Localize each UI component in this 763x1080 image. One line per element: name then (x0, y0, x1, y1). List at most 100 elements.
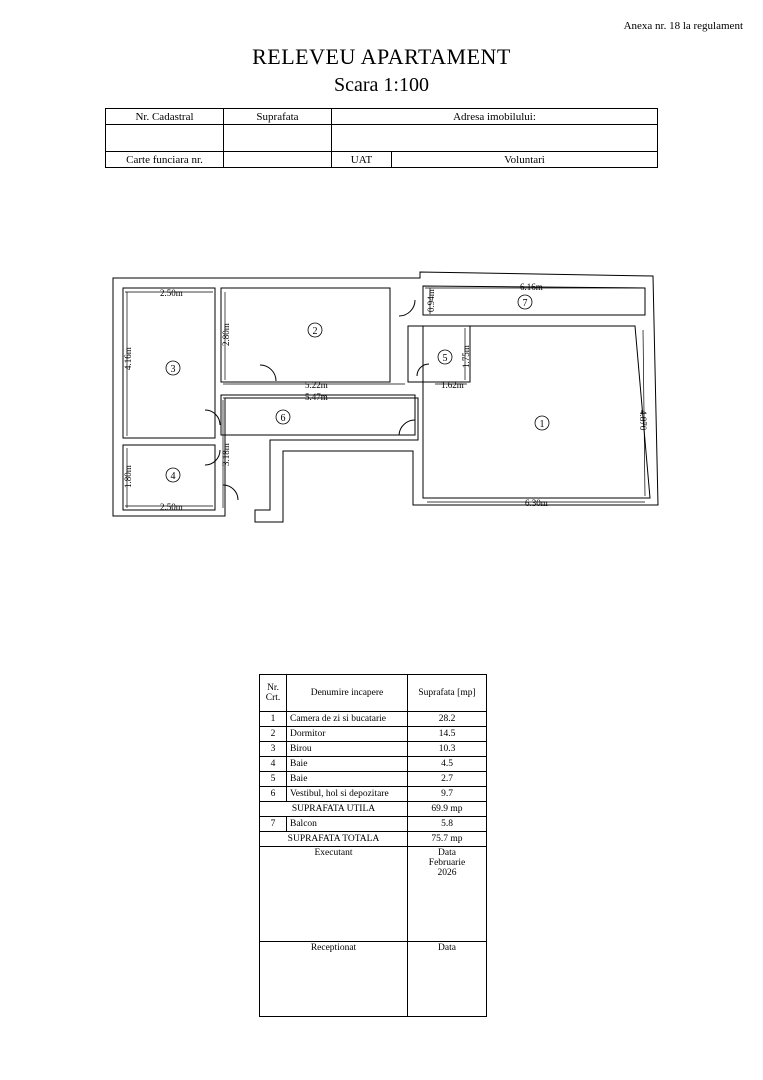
suprafata-value (223, 124, 332, 152)
door-arc (222, 484, 239, 501)
row-area: 9.7 (407, 786, 487, 802)
date-year: 2026 (437, 868, 457, 878)
executant-label: Executant (259, 846, 408, 942)
row-nr: 2 (259, 726, 287, 742)
dimension-label: 2.50m (160, 502, 183, 512)
nr-cadastral-value (105, 124, 224, 152)
row-name: Baie (286, 771, 408, 787)
room-number: 2 (313, 326, 318, 337)
adresa-value (331, 124, 658, 152)
room-6-outline (220, 394, 416, 436)
inner-outline (122, 287, 216, 439)
useful-area-label: SUPRAFATA UTILA (259, 801, 408, 817)
row-area: 10.3 (407, 741, 487, 757)
row-name: Balcon (286, 816, 408, 832)
date-label: Data (438, 848, 456, 858)
page-title: RELEVEU APARTAMENT (252, 44, 511, 69)
receptionat-label: Receptionat (259, 941, 408, 1017)
adresa-label: Adresa imobilului: (331, 108, 658, 125)
row-name: Dormitor (286, 726, 408, 742)
col-nr-header: Nr. Crt. (259, 674, 287, 712)
room-number: 1 (540, 419, 545, 430)
row-area: 5.8 (407, 816, 487, 832)
row-nr: 5 (259, 771, 287, 787)
row-nr: 3 (259, 741, 287, 757)
room-1-outline (422, 325, 651, 499)
row-area: 14.5 (407, 726, 487, 742)
total-area-label: SUPRAFATA TOTALA (259, 831, 408, 847)
row-area: 4.5 (407, 756, 487, 772)
dimension-label: 6.30m (525, 498, 548, 508)
uat-value: Voluntari (391, 151, 658, 168)
dimension-label: 1.62m (441, 380, 464, 390)
row-area: 28.2 (407, 711, 487, 727)
dimension-label: 4.870 (638, 410, 648, 431)
table-row: 2 Dormitor 14.5 (259, 726, 487, 742)
dimension-label: 0.94m (426, 289, 436, 312)
door-arc (204, 409, 221, 426)
dimension-label: 1.80m (123, 465, 133, 488)
row-nr: 4 (259, 756, 287, 772)
room-4-outline (122, 444, 216, 511)
door-arc (398, 419, 416, 436)
executant-row: Executant Data Februarie 2026 (259, 846, 487, 942)
table-row: 4 Baie 4.5 (259, 756, 487, 772)
executant-date-cell: Data Februarie 2026 (407, 846, 487, 942)
useful-area-row: SUPRAFATA UTILA 69.9 mp (259, 801, 487, 817)
door-arc (204, 449, 221, 466)
room-number: 4 (171, 471, 176, 482)
carte-funciara-value (223, 151, 332, 168)
row-nr: 7 (259, 816, 287, 832)
table-row: 3 Birou 10.3 (259, 741, 487, 757)
door-arc (416, 363, 430, 377)
suprafata-label: Suprafata (223, 108, 332, 125)
dimension-label: 4.16m (123, 347, 133, 370)
scale-label: Scara 1:100 (334, 74, 429, 96)
col-area-header: Suprafata [mp] (407, 674, 487, 712)
table-row: 1 Camera de zi si bucatarie 28.2 (259, 711, 487, 727)
room-2-outline (220, 287, 391, 383)
room-number: 3 (171, 364, 176, 375)
useful-area-value: 69.9 mp (407, 801, 487, 817)
total-area-value: 75.7 mp (407, 831, 487, 847)
room-marker (275, 409, 291, 425)
annex-note: Anexa nr. 18 la regulament (623, 20, 743, 32)
room-number: 5 (443, 353, 448, 364)
floor-plan: 2.50m 2.80m 4.16m 5.22m 5.47m 3.18m 1.80… (112, 271, 659, 523)
room-marker (165, 467, 181, 483)
col-name-header: Denumire incapere (286, 674, 408, 712)
dimension-label: 2.80m (221, 323, 231, 346)
dimension-label: 5.22m (305, 380, 328, 390)
uat-label: UAT (331, 151, 392, 168)
room-marker (307, 322, 323, 338)
rooms-table: Nr. Crt. Denumire incapere Suprafata [mp… (259, 674, 487, 1017)
dim-line (642, 329, 646, 497)
dimension-label: 2.50m (160, 288, 183, 298)
door-arc (259, 364, 277, 382)
row-name: Vestibul, hol si depozitare (286, 786, 408, 802)
property-info-table: Nr. Cadastral Suprafata Adresa imobilulu… (105, 108, 658, 168)
dimension-label: 3.18m (221, 443, 231, 466)
table-row: 5 Baie 2.7 (259, 771, 487, 787)
room-marker (517, 294, 533, 310)
date-month: Februarie (428, 858, 466, 868)
outer-wall (112, 271, 659, 523)
row-nr: 1 (259, 711, 287, 727)
room-marker (165, 360, 181, 376)
row-nr: 6 (259, 786, 287, 802)
table-row: 7 Balcon 5.8 (259, 816, 487, 832)
dimension-label: 5.47m (305, 392, 328, 402)
carte-funciara-label: Carte funciara nr. (105, 151, 224, 168)
dimension-label: 1.75m (461, 345, 471, 368)
room-marker (437, 349, 453, 365)
room-7-outline (422, 285, 646, 316)
door-arc (398, 299, 416, 317)
row-area: 2.7 (407, 771, 487, 787)
table-row: 6 Vestibul, hol si depozitare 9.7 (259, 786, 487, 802)
total-area-row: SUPRAFATA TOTALA 75.7 mp (259, 831, 487, 847)
receptionat-row: Receptionat Data (259, 941, 487, 1017)
room-number: 7 (523, 298, 528, 309)
nr-cadastral-label: Nr. Cadastral (105, 108, 224, 125)
receptionat-date-label: Data (407, 941, 487, 1017)
row-name: Birou (286, 741, 408, 757)
